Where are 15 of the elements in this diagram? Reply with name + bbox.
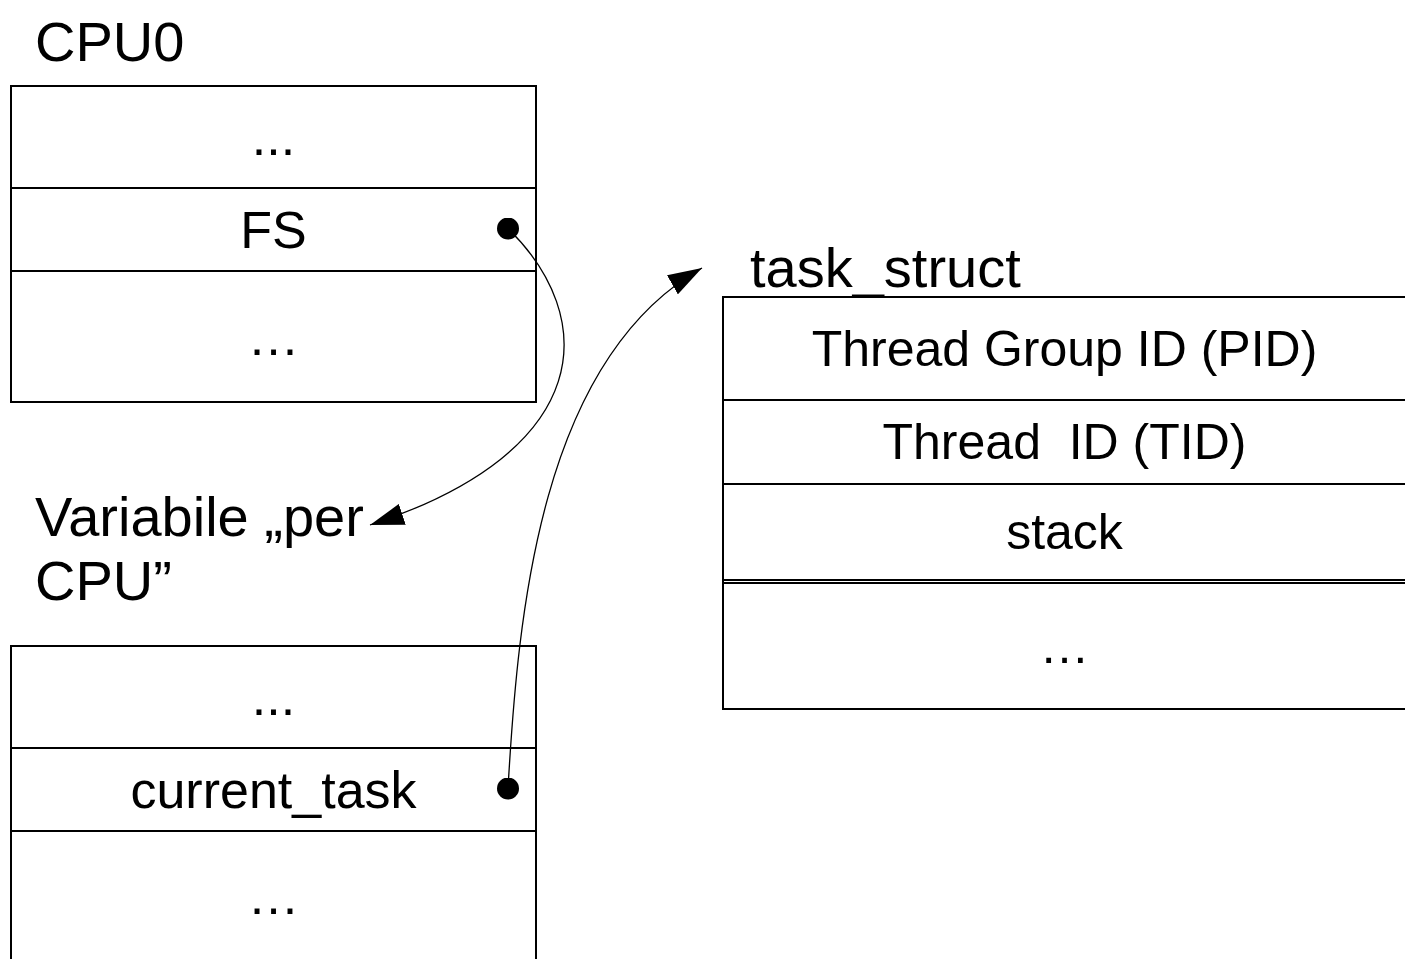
struct-field: ... bbox=[12, 87, 535, 187]
struct-field: … bbox=[12, 830, 535, 959]
struct-field: … bbox=[12, 270, 535, 401]
pointer-arrow bbox=[369, 217, 565, 528]
struct-field: … bbox=[724, 579, 1405, 708]
struct-field: Thread ID (TID) bbox=[724, 399, 1405, 483]
struct-title: Variabile „per CPU” bbox=[35, 485, 365, 613]
struct-field: ... bbox=[12, 647, 535, 747]
struct-field: FS bbox=[12, 187, 535, 270]
struct-field: current_task bbox=[12, 747, 535, 830]
struct-title: CPU0 bbox=[35, 10, 185, 74]
struct-title: task_struct bbox=[750, 236, 1021, 300]
struct-field: Thread Group ID (PID) bbox=[724, 298, 1405, 399]
pointer-arrow bbox=[497, 267, 703, 800]
struct-field: stack bbox=[724, 483, 1405, 579]
